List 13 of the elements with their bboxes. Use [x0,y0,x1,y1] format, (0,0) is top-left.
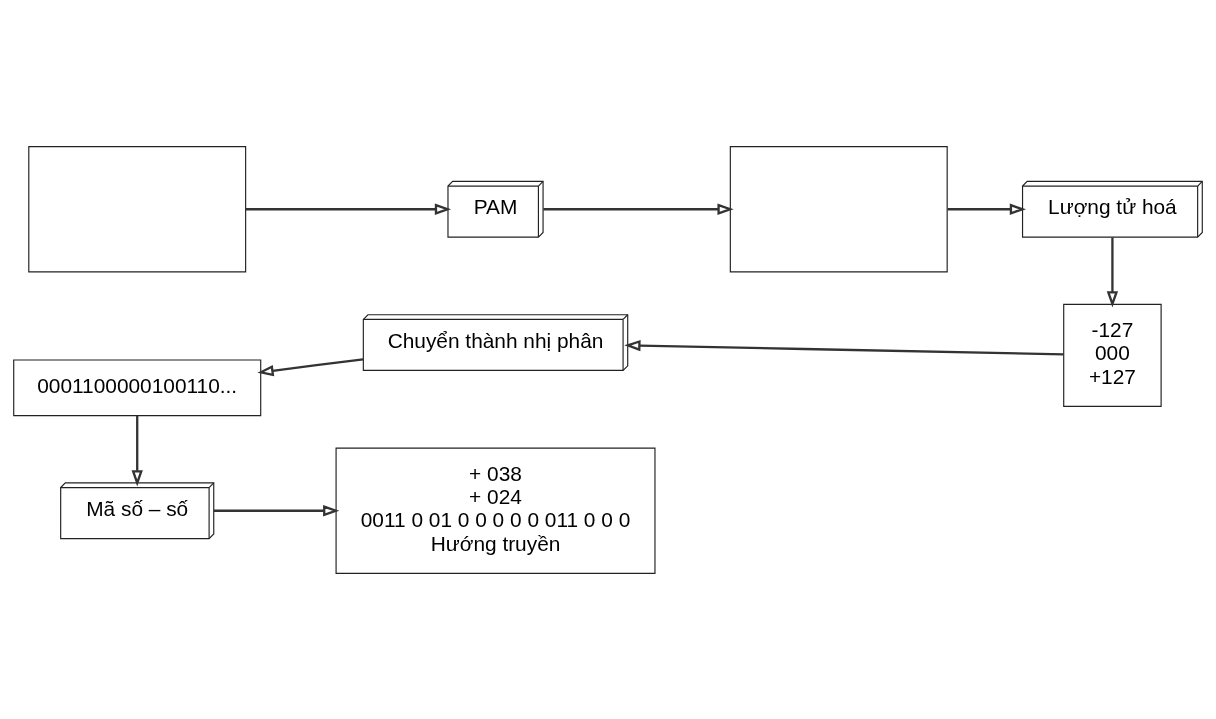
arrow [1106,236,1119,307]
arrow [257,357,364,376]
arrow [624,339,1064,356]
node-box: + 038 + 024 0011 0 01 0 0 0 0 0 011 0 0 0 Hướng truyền [335,447,656,574]
arrow [131,415,143,486]
node-box [729,145,948,272]
node-box [28,145,247,272]
arrow [213,504,340,516]
arrow [543,203,734,215]
node-box: -127 000 +127 [1063,303,1162,407]
arrow [245,203,452,215]
arrow [947,203,1027,215]
node-box: 0001100000100110... [13,358,262,416]
